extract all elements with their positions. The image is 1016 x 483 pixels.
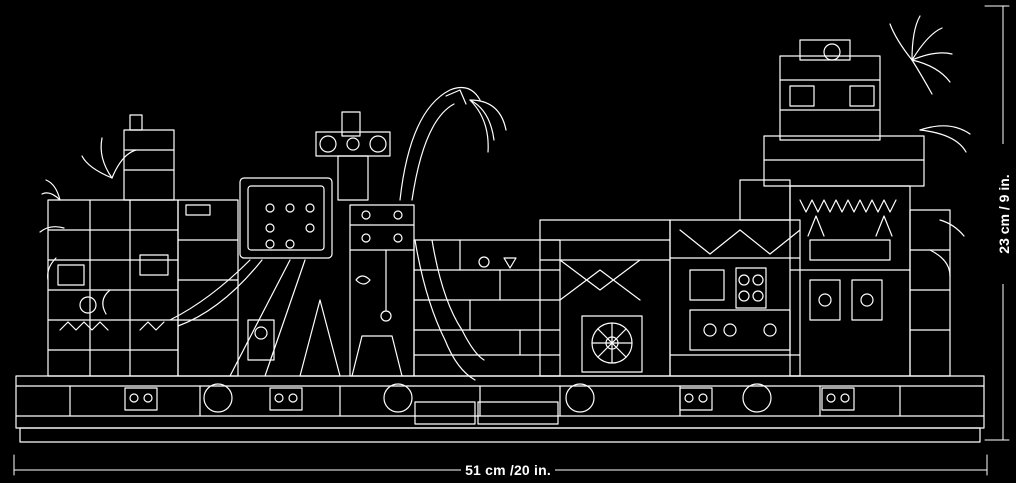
temple-tower [739,39,951,377]
left-ruins [47,114,239,377]
width-label-text: 51 cm /20 in. [461,462,555,478]
base-round-details [124,383,855,413]
right-palm [889,15,971,277]
center-wall [413,239,561,377]
center-left-structure [169,111,415,377]
height-label-text: 23 cm / 9 in. [996,144,1012,284]
right-section [669,219,801,377]
left-foliage [39,137,137,315]
base-plate [15,375,985,443]
width-label: 51 cm /20 in. [0,462,1016,478]
snake-arch [399,87,507,381]
